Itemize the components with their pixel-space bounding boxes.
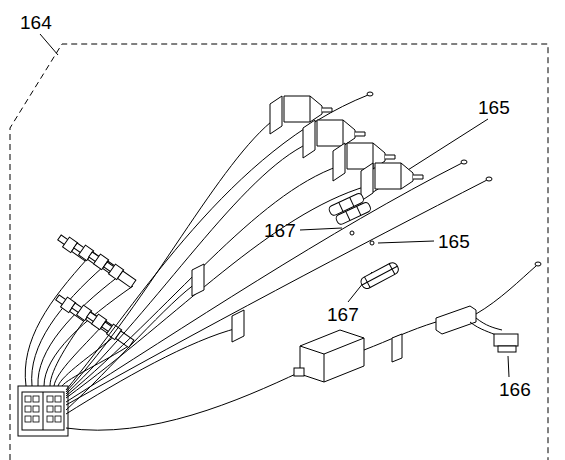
drawing-part [355, 132, 365, 136]
drawing-part [66, 163, 462, 402]
drawing-part [350, 231, 354, 235]
callout-number: 167 [264, 221, 296, 240]
drawing-part [66, 180, 487, 405]
rca-plugs [54, 232, 137, 348]
callout-number: 165 [438, 232, 470, 251]
drawing-part [303, 120, 315, 158]
leader-lines [40, 34, 509, 377]
drawing-part [310, 96, 311, 122]
drawing-part [33, 396, 39, 402]
callout-number: 167 [327, 305, 359, 324]
callout-number: 165 [478, 98, 510, 117]
drawing-part [55, 396, 61, 402]
callout-number: 166 [499, 380, 531, 399]
drawing-part [47, 406, 53, 412]
drawing-part [33, 416, 39, 422]
drawing-part [66, 95, 368, 390]
dashed-boundary [10, 44, 548, 460]
drawing-part [54, 326, 102, 386]
drawing-part [461, 160, 467, 164]
drawing-part [25, 258, 88, 386]
drawing-part [66, 282, 198, 410]
drawing-part [25, 416, 31, 422]
drawing-part [335, 201, 372, 225]
drawing-part [294, 368, 304, 376]
callout-number: 164 [20, 13, 52, 32]
drawing-part [66, 143, 309, 394]
drawing-part [370, 241, 374, 245]
drawing-part [436, 306, 476, 334]
drawing-part [385, 155, 395, 159]
drawing-part [322, 108, 332, 112]
drawing-part [300, 338, 364, 354]
fuse-holder [328, 192, 400, 290]
harness-connector [18, 386, 68, 436]
drawing-part [232, 310, 244, 342]
drawing-part [362, 266, 397, 285]
drawing-part [32, 266, 104, 386]
drawing-part [361, 163, 373, 201]
drawing-part [55, 416, 61, 422]
drawing-part [401, 163, 402, 189]
drawing-part [335, 201, 372, 225]
drawing-part [392, 334, 402, 362]
drawing-part [25, 406, 31, 412]
drawing-part [102, 259, 137, 288]
wire-ends [367, 92, 492, 181]
spade-terminals [270, 96, 423, 201]
drawing-part [359, 261, 400, 290]
drawing-part [359, 261, 400, 290]
drawing-part [55, 406, 61, 412]
drawing-part [494, 334, 518, 346]
drawing-part [47, 396, 53, 402]
drawing-part [284, 96, 322, 122]
drawing-part [324, 354, 325, 382]
plug-wires [25, 258, 133, 386]
drawing-part [300, 228, 342, 230]
drawing-part [413, 175, 423, 179]
speaker-wires [66, 95, 487, 414]
drawing-part [367, 92, 373, 96]
drawing-part [66, 372, 300, 430]
drawing-part [192, 264, 204, 296]
filter-box [66, 262, 541, 430]
drawing-part [25, 396, 61, 422]
drawing-part [300, 330, 364, 382]
drawing-part [270, 96, 282, 134]
drawing-part [350, 197, 354, 206]
drawing-part [33, 406, 39, 412]
drawing-part [317, 120, 355, 146]
drawing-part [476, 266, 536, 314]
drawing-part [339, 202, 343, 211]
drawing-part [25, 396, 31, 402]
drawing-part [361, 163, 423, 201]
drawing-part [343, 120, 344, 146]
drawing-part [66, 328, 238, 414]
drawing-part [346, 211, 350, 220]
wire-tags [192, 264, 244, 342]
drawing-part [47, 416, 53, 422]
drawing-part [118, 271, 136, 288]
drawing-part [18, 386, 68, 436]
drawing-part [498, 346, 516, 352]
drawing-part [378, 241, 434, 243]
drawing-part [66, 166, 339, 396]
drawing-part [476, 318, 502, 330]
drawing-part [43, 392, 44, 430]
drawing-part [333, 143, 345, 181]
drawing-part [375, 163, 413, 189]
drawing-part [22, 392, 64, 430]
drawing-part [486, 177, 492, 181]
drawing-part [357, 206, 361, 215]
drawing-part [66, 186, 367, 398]
drawing-part [40, 34, 58, 55]
drawing-part [535, 262, 541, 266]
drawing-part [508, 356, 509, 377]
